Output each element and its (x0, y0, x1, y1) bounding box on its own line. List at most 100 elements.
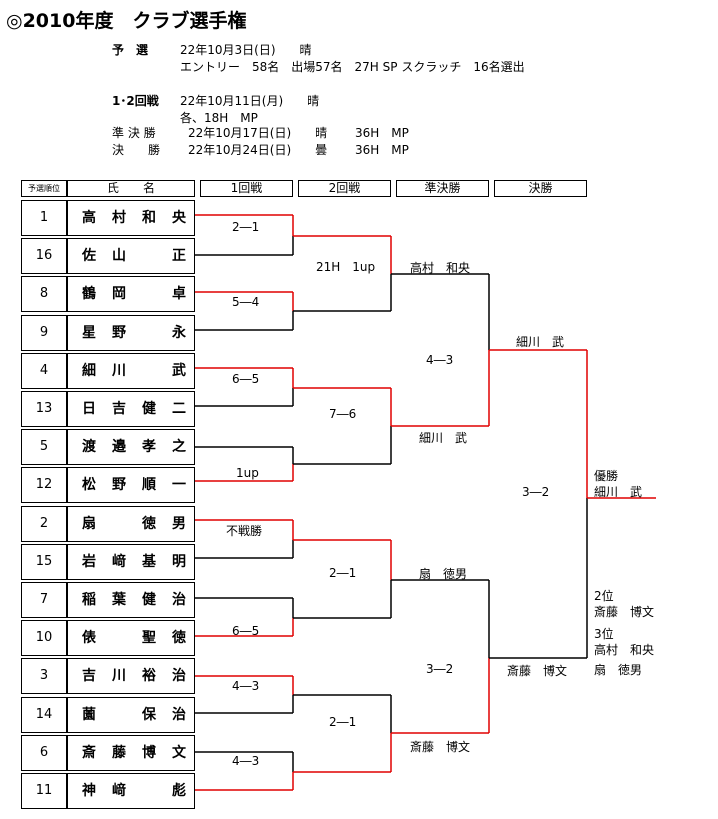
player-rank: 7 (21, 582, 67, 618)
player-name-char: 斎 (82, 744, 96, 761)
player-name-char: 文 (172, 744, 186, 761)
player-name-char: 明 (172, 553, 186, 570)
player-name-char: 卓 (172, 286, 186, 303)
second-label: 2位 (594, 589, 614, 603)
third-label: 3位 (594, 627, 614, 641)
final-date: 22年10月24日(日) 曇 36H MP (188, 143, 409, 157)
header-final: 決勝 (494, 180, 587, 197)
r2-winner: 斎藤 博文 (410, 740, 471, 754)
r1-score: 6―5 (232, 372, 260, 386)
player-name-char: 﨑 (112, 553, 126, 570)
player-name: 斎藤博文 (67, 734, 195, 771)
r1-score: 5―4 (232, 295, 260, 309)
semi-score: 3―2 (426, 662, 454, 676)
player-name: 渡邉孝之 (67, 429, 195, 466)
r2-score: 2―1 (329, 715, 357, 729)
player-name: 稲葉健治 (67, 582, 195, 618)
player-name-char: 岡 (112, 286, 126, 303)
final-label: 決 勝 (112, 143, 161, 157)
r1-score: 4―3 (232, 754, 260, 768)
player-name-char: 健 (142, 401, 156, 417)
r2-winner: 細川 武 (419, 431, 468, 445)
player-name-char: 男 (172, 515, 186, 532)
player-name-char: 山 (112, 248, 126, 265)
r2-winner: 高村 和央 (410, 261, 471, 275)
player-name-char: 野 (112, 324, 126, 341)
player-rank: 13 (21, 391, 67, 427)
player-name-char: 扇 (82, 515, 96, 532)
player-name-char: 岩 (82, 553, 96, 570)
semi-score: 4―3 (426, 353, 454, 367)
player-rank: 12 (21, 467, 67, 504)
player-name-char: 川 (112, 362, 126, 379)
player-name-char: 彪 (172, 783, 186, 799)
player-name: 俵 聖徳 (67, 620, 195, 657)
r1-score: 不戦勝 (226, 524, 263, 538)
player-name-char: 聖 (142, 630, 156, 647)
round12-label: 1･2回戦 (112, 94, 159, 108)
qualifier-date: 22年10月3日(日) 晴 (180, 43, 312, 57)
player-name-char: 松 (82, 477, 96, 494)
player-name-char: 順 (142, 477, 156, 494)
r1-score: 2―1 (232, 220, 260, 234)
third-name: 高村 和央 (594, 643, 655, 657)
r1-score: 6―5 (232, 624, 260, 638)
player-rank: 15 (21, 543, 67, 580)
header-rank: 予選順位 (21, 180, 67, 197)
player-name-char: 保 (142, 706, 156, 723)
semi-label: 準 決 勝 (112, 126, 156, 140)
player-name: 佐山正 (67, 238, 195, 275)
r2-score: 2―1 (329, 566, 357, 580)
winner-name: 細川 武 (594, 485, 643, 499)
player-name-char: 一 (172, 477, 186, 494)
round12-date: 22年10月11日(月) 晴 (180, 94, 320, 108)
semi-date: 22年10月17日(日) 晴 36H MP (188, 126, 409, 140)
semi-winner: 斎藤 博文 (507, 664, 568, 678)
player-rank: 2 (21, 505, 67, 542)
player-name-char: 高 (82, 210, 96, 226)
header-name: 氏 名 (67, 180, 195, 197)
player-name-char: 博 (142, 744, 156, 761)
qualifier-label: 予 選 (112, 43, 149, 57)
player-name-char: 薗 (82, 706, 96, 723)
player-name: 鶴岡 卓 (67, 276, 195, 313)
player-rank: 14 (21, 696, 67, 733)
player-rank: 3 (21, 658, 67, 695)
winner-label: 優勝 (594, 469, 619, 483)
player-name-char: 佐 (82, 248, 96, 265)
player-name: 日吉健二 (67, 391, 195, 427)
player-name-char: 鶴 (82, 286, 96, 303)
player-name-char: 徳 (142, 515, 156, 532)
player-name-char: 﨑 (112, 783, 126, 799)
r2-winner: 扇 徳男 (419, 567, 468, 581)
player-rank: 4 (21, 352, 67, 389)
player-name-char: 永 (172, 324, 186, 341)
player-name-char: 稲 (82, 592, 96, 608)
player-name-char: 健 (142, 592, 156, 608)
third-name: 扇 徳男 (594, 663, 643, 677)
player-name-char: 川 (112, 668, 126, 685)
r1-score: 1up (236, 466, 259, 480)
r2-score: 7―6 (329, 407, 357, 421)
player-name-char: 細 (82, 362, 96, 379)
r1-score: 4―3 (232, 679, 260, 693)
player-name-char: 俵 (82, 630, 96, 647)
header-round1: 1回戦 (200, 180, 293, 197)
player-name-char: 邉 (112, 439, 126, 456)
player-name: 細川武 (67, 352, 195, 389)
player-name: 扇 徳男 (67, 505, 195, 542)
player-name-char: 渡 (82, 439, 96, 456)
player-name: 薗保治 (67, 696, 195, 733)
player-name-char: 葉 (112, 592, 126, 608)
player-name-char: 徳 (172, 630, 186, 647)
player-name: 松野順一 (67, 467, 195, 504)
player-name-char: 吉 (112, 401, 126, 417)
semi-winner: 細川 武 (516, 335, 565, 349)
player-rank: 9 (21, 314, 67, 351)
player-name-char: 日 (82, 401, 96, 417)
player-name-char: 村 (112, 210, 126, 226)
player-name-char: 二 (172, 401, 186, 417)
player-name-char: 治 (172, 592, 186, 608)
player-name: 星野永 (67, 314, 195, 351)
